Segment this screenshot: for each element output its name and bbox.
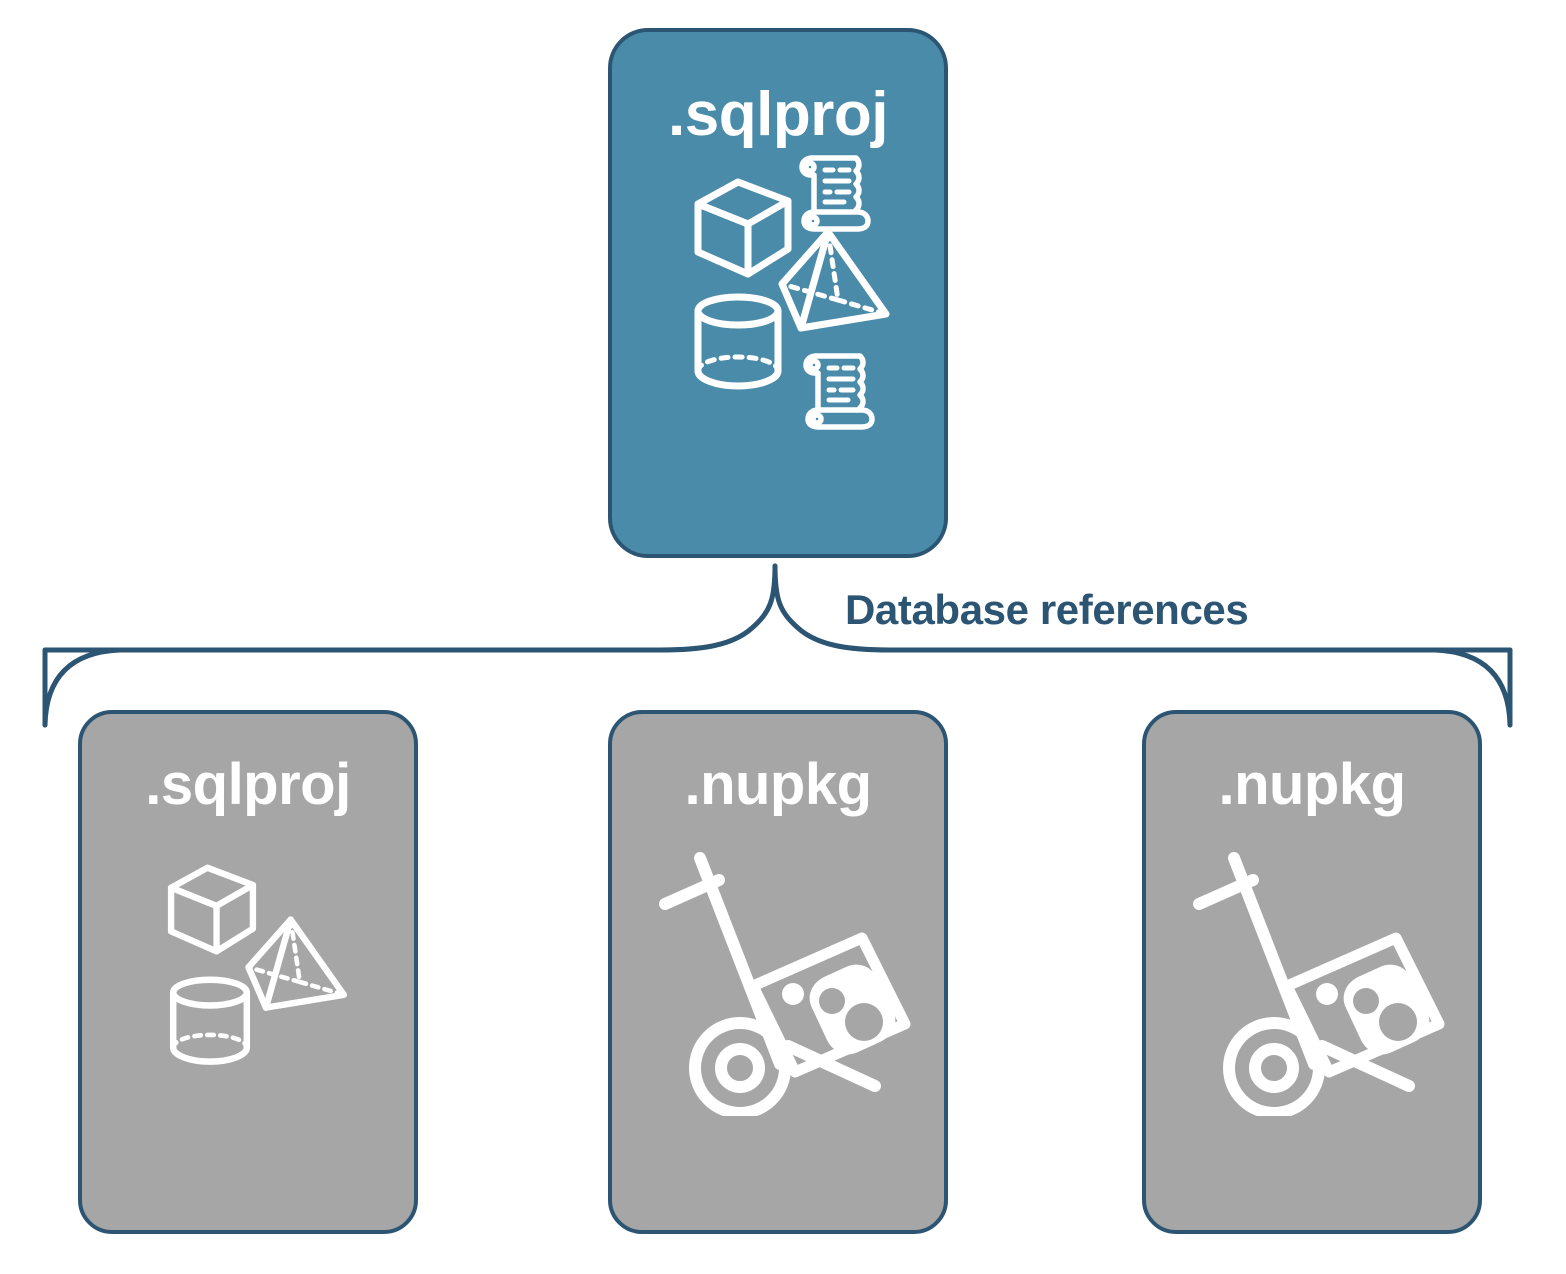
node-child-sqlproj[interactable]: .sqlproj (78, 710, 418, 1234)
cube-wireframe-icon (167, 864, 257, 955)
connector-label-database-references: Database references (845, 586, 1249, 633)
cylinder-wireframe-icon (694, 293, 782, 390)
node-child-1-artwork (82, 814, 414, 1230)
pyramid-wireframe-icon (778, 228, 890, 332)
node-parent-sqlproj[interactable]: .sqlproj (608, 28, 948, 558)
scroll-script-icon (803, 353, 875, 430)
node-child-3-title: .nupkg (1218, 752, 1406, 817)
cube-wireframe-icon (694, 178, 792, 278)
node-parent-title: .sqlproj (668, 80, 888, 149)
node-child-3-artwork (1146, 814, 1478, 1230)
node-child-nupkg-1[interactable]: .nupkg (608, 710, 948, 1234)
pyramid-wireframe-icon (245, 916, 348, 1011)
node-child-nupkg-2[interactable]: .nupkg (1142, 710, 1482, 1234)
hand-truck-package-icon (659, 852, 911, 1116)
node-child-2-title: .nupkg (684, 752, 872, 817)
node-parent-artwork (612, 146, 944, 554)
cylinder-wireframe-icon (169, 976, 251, 1065)
scroll-script-icon (799, 155, 871, 232)
node-child-1-title: .sqlproj (145, 752, 351, 817)
node-child-2-artwork (612, 814, 944, 1230)
hand-truck-package-icon (1193, 852, 1445, 1116)
